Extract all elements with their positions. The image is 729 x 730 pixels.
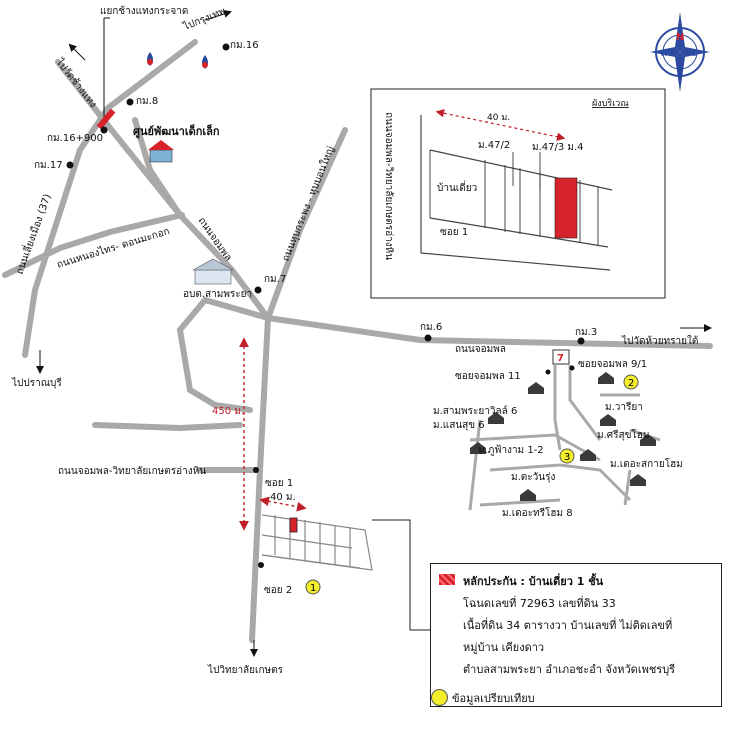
svg-text:ม.47/3 ม.4: ม.47/3 ม.4 xyxy=(532,142,584,153)
svg-text:กม.17: กม.17 xyxy=(34,160,63,171)
svg-text:ซอย 1: ซอย 1 xyxy=(265,478,293,489)
seven-eleven-icon: 7 xyxy=(552,349,570,365)
compare-point-2 xyxy=(623,374,639,390)
svg-text:ศูนย์พัฒนาเด็กเล็ก: ศูนย์พัฒนาเด็กเล็ก xyxy=(133,124,220,139)
legend-line3: เนื้อที่ดิน 34 ตารางวา บ้านเลขที่ ไม่ติด… xyxy=(463,619,673,632)
svg-text:N: N xyxy=(676,32,684,43)
property-marker[interactable] xyxy=(289,517,298,533)
plots-near-property xyxy=(261,514,373,571)
road-nong-phai xyxy=(2,212,185,278)
svg-text:กม.6: กม.6 xyxy=(420,322,442,333)
svg-text:ม.แสนสุข 6: ม.แสนสุข 6 xyxy=(433,420,485,431)
svg-text:แยกช้างแทงกระจาด: แยกช้างแทงกระจาด xyxy=(100,5,188,17)
junction-red-marker xyxy=(96,108,116,130)
house-icons xyxy=(470,372,656,501)
svg-text:กม.7: กม.7 xyxy=(264,274,286,285)
collateral-swatch-icon xyxy=(439,574,455,585)
svg-text:ซอย 1: ซอย 1 xyxy=(440,227,468,238)
svg-text:ผังบริเวณ: ผังบริเวณ xyxy=(592,98,629,109)
svg-text:ซอยจอมพล 9/1: ซอยจอมพล 9/1 xyxy=(578,359,647,370)
svg-text:ม.เดอะสกายโฮม: ม.เดอะสกายโฮม xyxy=(610,457,683,470)
svg-text:อบต.สามพระยา: อบต.สามพระยา xyxy=(183,289,252,300)
legend-line4: หมู่บ้าน เคียงดาว xyxy=(463,641,545,654)
svg-text:ถนนจอมพล: ถนนจอมพล xyxy=(455,344,506,355)
svg-text:ม.สามพระยาวิลล์ 6: ม.สามพระยาวิลล์ 6 xyxy=(433,405,517,417)
svg-text:บ้านเดี่ยว: บ้านเดี่ยว xyxy=(437,180,477,194)
svg-text:S: S xyxy=(677,65,682,74)
svg-text:ซอยจอมพล 11: ซอยจอมพล 11 xyxy=(455,371,521,382)
site-plan-inset: ผังบริเวณ 40 ม. ม.47/2 ม.47/3 ม.4 บ้านเด… xyxy=(370,88,666,299)
svg-text:ไปวัดช้างแทง: ไปวัดช้างแทง xyxy=(53,56,99,111)
gas-station-icon xyxy=(147,52,208,69)
legend-line5: ตำบลสามพระยา อำเภอชะอำ จังหวัดเพชรบุรี xyxy=(463,663,676,676)
svg-text:กม.3: กม.3 xyxy=(575,327,597,338)
road-branch-center xyxy=(132,117,183,218)
svg-text:กม.8: กม.8 xyxy=(136,96,158,107)
sao-building-icon xyxy=(192,258,234,285)
legend-box: หลักประกัน : บ้านเดี่ยว 1 ชั้น โฉนดเลขที… xyxy=(430,563,722,707)
comparison-points: 1 2 3 xyxy=(305,374,639,595)
svg-text:ม.47/2: ม.47/2 xyxy=(478,140,510,151)
km-markers xyxy=(66,43,585,568)
svg-text:ไปวิทยาลัยเกษตร: ไปวิทยาลัยเกษตร xyxy=(207,664,284,676)
svg-text:7: 7 xyxy=(557,353,564,364)
road-liang-mueang xyxy=(22,39,198,358)
dist-450-label: 450 ม. xyxy=(212,406,244,417)
compare-legend-icon xyxy=(431,689,448,706)
road-west-branch xyxy=(92,422,243,432)
svg-text:ไปวัดห้วยทรายใต้: ไปวัดห้วยทรายใต้ xyxy=(621,335,698,347)
svg-text:40 ม.: 40 ม. xyxy=(487,113,510,123)
svg-text:ม.ภูฟ้างาม 1-2: ม.ภูฟ้างาม 1-2 xyxy=(478,444,544,456)
svg-text:ซอย 2: ซอย 2 xyxy=(264,585,292,596)
inset-property xyxy=(554,177,578,239)
compare-point-3 xyxy=(559,448,575,464)
svg-text:3: 3 xyxy=(564,452,570,463)
svg-text:1: 1 xyxy=(310,583,316,594)
svg-text:ม.เดอะทรีโฮม 8: ม.เดอะทรีโฮม 8 xyxy=(502,506,573,519)
compare-point-1 xyxy=(305,579,321,595)
roads xyxy=(2,39,713,643)
svg-text:กม.16+900: กม.16+900 xyxy=(47,133,103,144)
svg-text:ม.ตะวันรุ่ง: ม.ตะวันรุ่ง xyxy=(511,472,555,483)
svg-text:ม.ศรีสุขโฮม: ม.ศรีสุขโฮม xyxy=(597,428,650,441)
svg-text:E: E xyxy=(692,49,697,58)
svg-text:ถนนจอมพล-วิทยาลัยเกษตรอ่างหิน: ถนนจอมพล-วิทยาลัยเกษตรอ่างหิน xyxy=(383,112,394,260)
legend-collateral: หลักประกัน : บ้านเดี่ยว 1 ชั้น xyxy=(463,575,604,588)
svg-text:ไปปราณบุรี: ไปปราณบุรี xyxy=(11,377,62,389)
child-center-icon xyxy=(148,140,174,163)
legend-compare: ข้อมูลเปรียบเทียบ xyxy=(452,692,535,705)
svg-text:W: W xyxy=(660,49,668,58)
svg-text:2: 2 xyxy=(628,378,634,389)
dist-40-label: 40 ม. xyxy=(270,492,296,503)
svg-text:ม.วารียา: ม.วารียา xyxy=(605,401,643,413)
road-jompol-main xyxy=(265,315,713,349)
road-loop-west xyxy=(176,296,271,413)
svg-text:ถนนจอมพล-วิทยาลัยเกษตรอ่างหิน: ถนนจอมพล-วิทยาลัยเกษตรอ่างหิน xyxy=(58,466,206,477)
compass-icon: N S E W xyxy=(650,12,710,92)
dist-40-line xyxy=(259,496,307,512)
road-hup-krapong xyxy=(265,127,348,321)
legend-line2: โฉนดเลขที่ 72963 เลขที่ดิน 33 xyxy=(463,597,616,610)
svg-text:ถนนหุบกระพง - หุบบอนใหญ่: ถนนหุบกระพง - หุบบอนใหญ่ xyxy=(280,145,337,264)
svg-text:กม.16: กม.16 xyxy=(230,40,259,51)
